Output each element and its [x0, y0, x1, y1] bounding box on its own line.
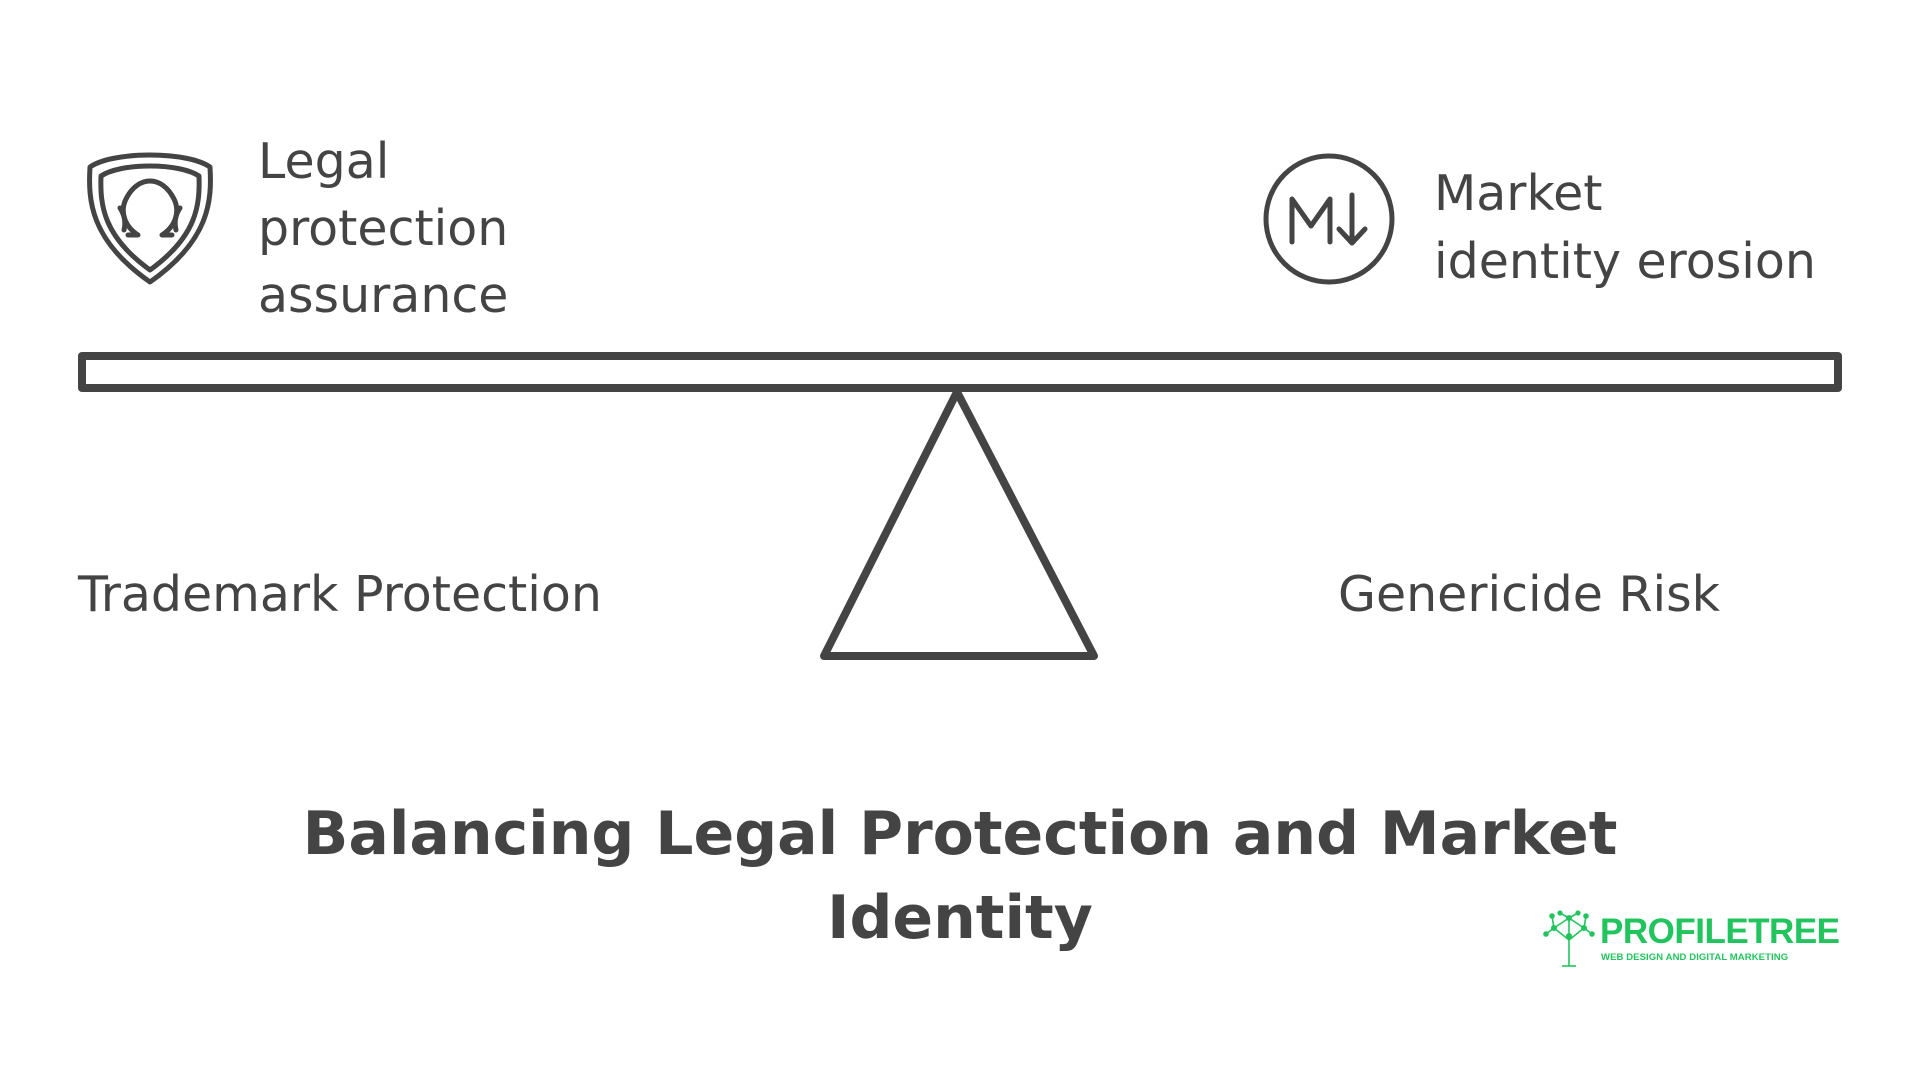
title-line: Balancing Legal Protection and Market — [302, 799, 1618, 869]
legal-protection-caption: Legal protection assurance — [258, 128, 578, 329]
caption-line: Market — [1434, 165, 1603, 222]
diagram-title: Balancing Legal Protection and Market Id… — [160, 792, 1760, 960]
tree-network-icon — [1543, 910, 1595, 967]
caption-line: identity erosion — [1434, 233, 1816, 290]
caption-line: Legal — [258, 133, 390, 190]
seesaw-beam — [78, 352, 1842, 392]
market-identity-caption: Market identity erosion — [1434, 160, 1874, 296]
logo-tagline: WEB DESIGN AND DIGITAL MARKETING — [1601, 952, 1789, 963]
title-line: Identity — [827, 883, 1093, 953]
logo-wordmark: PROFILETREE — [1600, 912, 1840, 951]
seesaw-fulcrum — [820, 388, 1098, 660]
caption-line: assurance — [258, 267, 509, 324]
caption-line: protection — [258, 200, 509, 257]
m-down-arrow-icon — [1263, 153, 1395, 285]
profiletree-logo: PROFILETREE WEB DESIGN AND DIGITAL MARKE… — [1542, 910, 1840, 968]
genericide-risk-label: Genericide Risk — [1338, 566, 1721, 623]
shield-omega-icon — [87, 152, 213, 285]
trademark-protection-label: Trademark Protection — [78, 566, 602, 623]
